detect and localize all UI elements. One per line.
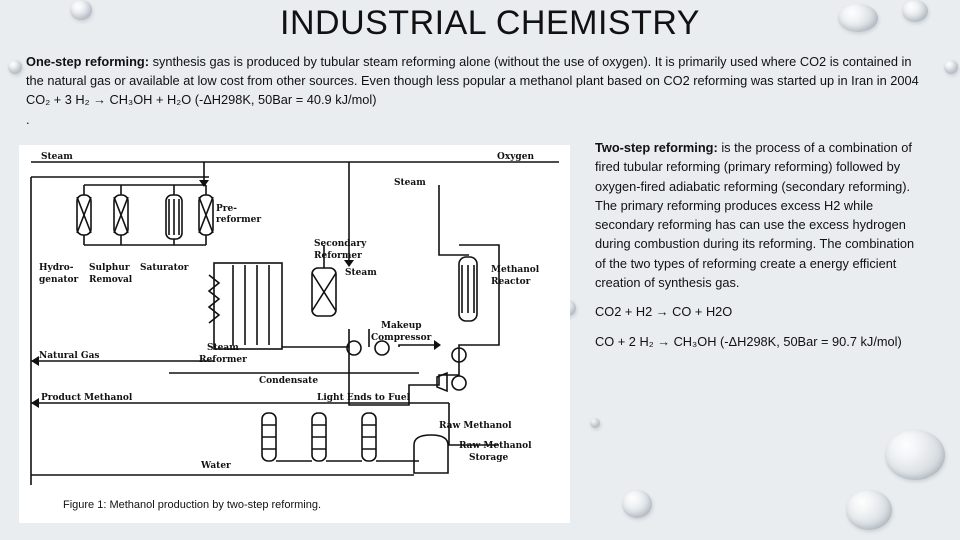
raw-methanol-line [448,403,499,446]
reactor-tubes [461,265,475,313]
label-light-ends: Light Ends to Fuel [317,393,411,403]
vessel-packing [76,196,214,234]
one-step-section: One-step reforming: synthesis gas is pro… [26,52,926,129]
reformer-coil [207,274,221,324]
one-step-equation: CO₂ + 3 H₂ → CH₃OH + H₂O (-ΔH298K, 50Bar… [26,92,377,108]
label-hydrogenator-2: genator [39,275,79,285]
label-steam-reformer-1: Steam [207,343,239,353]
water-droplet-decoration [838,4,878,32]
label-makeup-compressor-1: Makeup [381,321,422,331]
heat-exchanger-4 [451,375,467,391]
water-droplet-decoration [944,60,958,74]
column-trays [262,424,376,450]
label-product-methanol: Product Methanol [41,393,133,403]
label-raw-methanol-storage-2: Storage [469,453,509,463]
secondary-packing [311,272,337,312]
arrow-head [31,356,39,366]
water-droplet-decoration [8,60,22,74]
label-sulphur-2: Removal [89,275,133,285]
water-droplet-decoration [70,0,92,20]
two-step-paragraph: Two-step reforming: is the process of a … [595,138,920,292]
label-condensate: Condensate [259,376,318,386]
label-methanol-reactor-1: Methanol [491,265,540,275]
label-raw-methanol-storage-1: Raw Methanol [459,441,532,451]
one-step-dot: . [26,111,30,127]
one-step-heading: One-step reforming: [26,54,150,69]
heat-exchanger-3 [451,347,467,363]
label-steam-reformer-2: Reformer [199,355,247,365]
water-droplet-decoration [902,0,928,22]
reformer-tubes [232,265,270,345]
methanol-reactor-vessel [458,256,478,322]
label-water: Water [200,461,231,471]
heat-exchanger-2 [374,340,390,356]
steam-branch-line [438,185,469,256]
synthesis-loop [282,244,500,406]
label-oxygen: Oxygen [497,152,534,162]
methanol-process-flow-diagram: Steam Oxygen Steam Pre- reformer Seconda… [30,152,559,485]
two-step-section: Two-step reforming: is the process of a … [595,138,920,351]
label-secondary-reformer-2: Reformer [314,251,362,261]
slide-title: INDUSTRIAL CHEMISTRY [280,4,700,42]
label-pre-reformer-2: reformer [216,215,261,225]
arrow-head [31,398,39,408]
label-pre-reformer-1: Pre- [216,204,237,214]
figure-caption: Figure 1: Methanol production by two-ste… [19,494,570,523]
process-diagram: Steam Oxygen Steam Pre- reformer Seconda… [19,145,570,494]
two-step-body: is the process of a combination of fired… [595,140,915,291]
vessel-bottom-manifold [83,235,207,246]
label-steam-secondary: Steam [345,268,377,278]
water-droplet-decoration [590,418,600,428]
label-hydrogenator-1: Hydro- [39,263,74,273]
arrow-head [199,180,209,187]
label-raw-methanol: Raw Methanol [439,421,512,431]
label-steam-mid: Steam [394,178,426,188]
arrow-head [344,260,354,267]
heat-exchanger-1 [346,340,362,356]
water-droplet-decoration [885,430,945,480]
water-droplet-decoration [846,490,892,530]
two-step-equation-1: CO2 + H2 → CO + H2O [595,304,733,320]
vessel-top-manifold [83,184,207,195]
raw-methanol-storage-tank [413,434,449,474]
label-makeup-compressor-2: Compressor [371,333,432,343]
one-step-paragraph: One-step reforming: synthesis gas is pro… [26,52,926,90]
two-step-equation-2: CO + 2 H₂ → CH₃OH (-ΔH298K, 50Bar = 90.7… [595,333,902,349]
label-secondary-reformer-1: Secondary [314,239,367,249]
arrow-head [434,340,441,350]
steam-reformer-box [213,262,283,350]
label-methanol-reactor-2: Reactor [491,277,531,287]
label-steam-top: Steam [41,152,73,162]
label-natural-gas: Natural Gas [39,351,99,361]
one-step-body: synthesis gas is produced by tubular ste… [26,54,919,89]
label-sulphur-1: Sulphur [89,263,130,273]
water-droplet-decoration [622,490,652,518]
makeup-compressor [436,371,448,393]
two-step-heading: Two-step reforming: [595,140,718,155]
saturator-packing [168,199,180,235]
label-saturator: Saturator [140,263,189,273]
